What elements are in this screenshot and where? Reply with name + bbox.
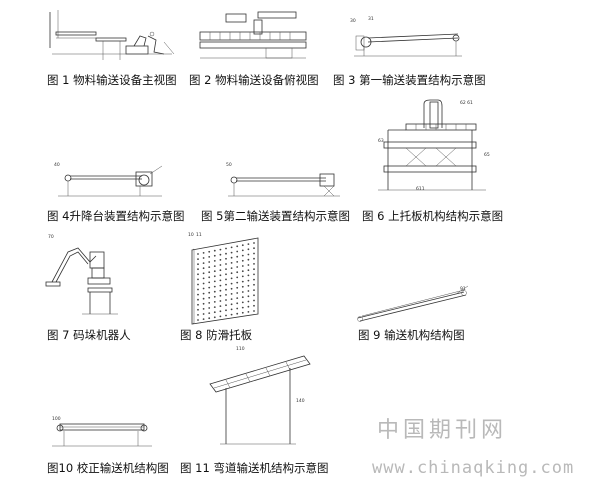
figure-11-drawing: 110 140	[209, 346, 311, 445]
svg-text:50: 50	[226, 162, 232, 168]
svg-text:140: 140	[296, 398, 305, 404]
figure-10-drawing: 100	[52, 416, 152, 447]
figure-2-caption: 图 2 物料输送设备俯视图	[189, 73, 319, 87]
figure-4-caption: 图 4升降台装置结构示意图	[47, 209, 185, 223]
figure-10-caption: 图10 校正输送机结构图	[47, 461, 169, 475]
figure-8-caption: 图 8 防滑托板	[180, 328, 253, 342]
figure-9-drawing: 91	[357, 285, 469, 322]
figure-4-drawing: 40	[54, 162, 163, 197]
figure-5-drawing: 50	[226, 162, 340, 197]
figure-6-drawing: 62 61 63 65 611	[378, 99, 490, 192]
svg-text:110: 110	[236, 346, 245, 352]
svg-text:100: 100	[52, 416, 61, 422]
watermark-name: 中国期刊网	[377, 418, 508, 443]
svg-text:62 61: 62 61	[460, 100, 473, 106]
figure-3-caption: 图 3 第一输送装置结构示意图	[333, 73, 486, 87]
figure-2-drawing	[199, 11, 307, 59]
svg-text:40: 40	[54, 162, 60, 168]
svg-text:31: 31	[368, 16, 374, 22]
svg-text:30: 30	[350, 18, 356, 24]
figure-1-drawing	[49, 10, 175, 60]
figure-3-drawing: 30 31	[350, 16, 462, 57]
watermark-url: www.chinaqking.com	[372, 458, 575, 478]
figure-6-caption: 图 6 上托板机构结构示意图	[362, 209, 504, 223]
svg-text:63: 63	[378, 138, 384, 144]
svg-text:65: 65	[484, 152, 490, 158]
figure-7-caption: 图 7 码垛机器人	[47, 328, 131, 342]
svg-text:70: 70	[48, 234, 54, 240]
figure-11-caption: 图 11 弯道输送机结构示意图	[180, 461, 329, 475]
svg-text:11: 11	[196, 232, 202, 238]
figure-9-caption: 图 9 输送机构结构图	[358, 328, 465, 342]
figure-7-drawing: 70	[45, 234, 118, 315]
svg-text:91: 91	[460, 286, 466, 292]
svg-text:611: 611	[416, 186, 425, 192]
figure-1-caption: 图 1 物料输送设备主视图	[47, 73, 177, 87]
figure-5-caption: 图 5第二输送装置结构示意图	[201, 209, 350, 223]
svg-text:10: 10	[188, 232, 194, 238]
